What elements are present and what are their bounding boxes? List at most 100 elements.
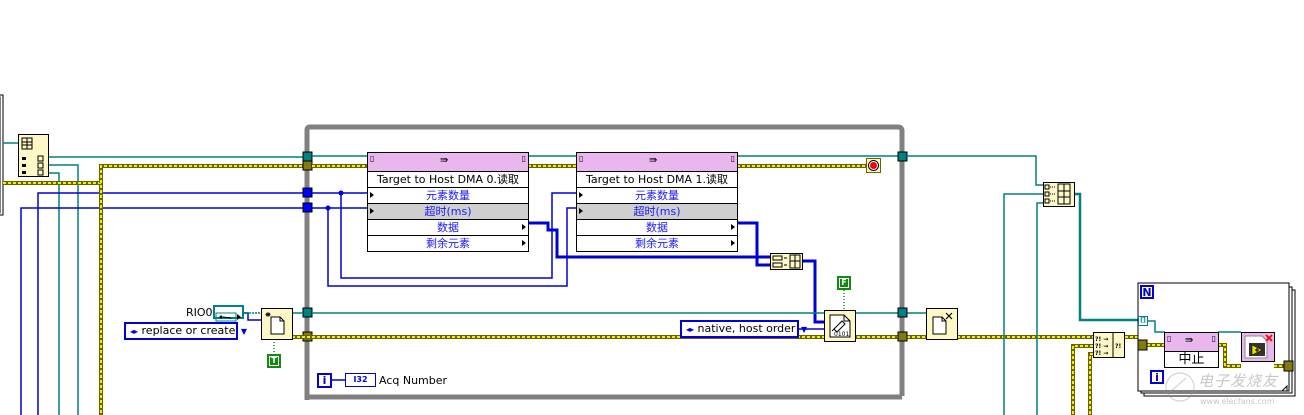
abort-label: 中止 xyxy=(1178,352,1205,367)
tunnel-timeout-in xyxy=(302,202,313,213)
stop-icon xyxy=(868,160,879,171)
svg-text:?! →: ?! → xyxy=(1095,350,1108,357)
invoke-arrow-icon: ⇛ xyxy=(649,155,658,166)
dma1-read-method-node[interactable]: ▯ ⇛ ▯ Target to Host DMA 1.读取 元素数量 超时(ms… xyxy=(576,152,738,252)
wire-junction xyxy=(325,205,331,211)
wire-junction xyxy=(338,190,344,196)
write-binary-file-node[interactable]: 0101 xyxy=(824,310,856,342)
method-title: Target to Host DMA 0.读取 xyxy=(368,172,528,188)
byte-order-enum[interactable]: ◂▸ native, host order ▼ xyxy=(680,320,807,338)
merge-errors-icon: ?! → ?! → ?! → ?! xyxy=(1095,333,1121,357)
while-loop-iteration-terminal: i xyxy=(317,373,332,388)
refnum-in-icon: ▯ xyxy=(370,154,375,163)
svg-text:0101: 0101 xyxy=(834,331,849,338)
refnum-in-icon: ▯ xyxy=(1167,334,1172,343)
acq-number-label: Acq Number xyxy=(379,374,448,387)
for-loop-count-terminal[interactable]: N xyxy=(1140,285,1154,299)
merge-errors-node[interactable]: ?! → ?! → ?! → ?! xyxy=(1093,332,1125,358)
stop-condition-terminal[interactable] xyxy=(866,158,881,173)
refnum-out-icon: ▯ xyxy=(521,154,526,163)
terminal-data[interactable]: 数据 xyxy=(577,220,737,236)
method-header: ▯ ⇛ ▯ xyxy=(1165,333,1218,352)
numeric-wires-left xyxy=(20,192,308,415)
resource-icon xyxy=(215,312,241,322)
byte-order-value: native, host order xyxy=(697,322,796,335)
svg-text:?! →: ?! → xyxy=(1095,343,1108,350)
watermark-brand: 电子发烧友 xyxy=(1198,372,1279,390)
open-mode-value: replace or create xyxy=(141,324,236,337)
tunnel-count-in xyxy=(302,187,313,198)
for-tunnel-error-in xyxy=(1137,339,1148,351)
refnum-out-icon: ▯ xyxy=(1211,334,1216,343)
build-array-icon xyxy=(1044,183,1071,205)
invoke-arrow-icon: ⇛ xyxy=(440,155,449,166)
method-header: ▯ ⇛ ▯ xyxy=(368,153,528,172)
unbundle-cluster-node[interactable] xyxy=(18,134,49,177)
build-array-node[interactable] xyxy=(770,253,803,270)
refnum-out-icon: ▯ xyxy=(730,154,735,163)
refnum-in-icon: ▯ xyxy=(579,154,584,163)
false-constant[interactable]: F xyxy=(837,276,851,290)
close-file-node[interactable] xyxy=(926,308,958,340)
terminal-element-count[interactable]: 元素数量 xyxy=(368,188,528,204)
refnum-wires-left xyxy=(3,142,308,415)
svg-text:?! →: ?! → xyxy=(1095,336,1108,343)
terminal-elements-remaining[interactable]: 剩余元素 xyxy=(368,236,528,251)
rio-resource-constant[interactable] xyxy=(213,305,244,322)
tunnel-refnum-out xyxy=(897,151,908,162)
for-refnum-wire xyxy=(1147,320,1165,333)
bool-value: F xyxy=(840,278,848,287)
array-refnum-wire xyxy=(1074,192,1141,322)
write-binary-icon: 0101 xyxy=(829,314,851,338)
tunnel-file-refnum-out xyxy=(897,307,908,318)
open-mode-enum[interactable]: ◂▸ replace or create ▼ xyxy=(124,322,247,340)
enum-increment-icon: ◂▸ xyxy=(130,327,139,336)
method-header: ▯ ⇛ ▯ xyxy=(577,153,737,172)
for-loop-iteration-terminal: i xyxy=(1150,370,1164,384)
close-file-icon xyxy=(932,312,953,335)
enum-increment-icon: ◂▸ xyxy=(686,325,695,334)
dropdown-arrow-icon: ▼ xyxy=(240,327,247,336)
array-wires xyxy=(529,221,825,324)
acq-number-indicator[interactable]: I32 xyxy=(345,373,376,387)
cluster-icon xyxy=(21,137,44,176)
close-reference-icon xyxy=(1244,334,1273,359)
for-tunnel-error-out xyxy=(1283,360,1294,372)
watermark-logo xyxy=(1165,372,1195,402)
build-array-icon xyxy=(772,254,801,269)
file-refnum-wire xyxy=(238,312,926,321)
terminal-elements-remaining[interactable]: 剩余元素 xyxy=(577,236,737,251)
for-error-wire xyxy=(1147,343,1284,368)
dropdown-arrow-icon: ▼ xyxy=(800,325,808,334)
build-refnum-array-node[interactable] xyxy=(1043,182,1075,207)
watermark-site: www.elecfans.com xyxy=(1200,397,1275,406)
invoke-arrow-icon: ⇛ xyxy=(1185,335,1194,346)
method-title: Target to Host DMA 1.读取 xyxy=(577,172,737,188)
svg-text:?!: ?! xyxy=(1115,343,1121,350)
rio-resource-label: RIO0 xyxy=(186,306,213,319)
tunnel-file-error-out xyxy=(897,331,908,342)
abort-method-node[interactable]: ▯ ⇛ ▯ 中止 xyxy=(1164,332,1219,368)
indicator-type: I32 xyxy=(353,375,368,384)
open-create-file-node[interactable] xyxy=(261,308,293,340)
left-array-frame xyxy=(0,94,4,216)
terminal-data[interactable]: 数据 xyxy=(368,220,528,236)
dma0-read-method-node[interactable]: ▯ ⇛ ▯ Target to Host DMA 0.读取 元素数量 超时(ms… xyxy=(367,152,529,252)
new-file-icon xyxy=(265,312,285,335)
tunnel-file-refnum-in xyxy=(302,307,313,318)
close-fpga-reference-node[interactable] xyxy=(1241,332,1275,362)
error-wires-right xyxy=(1071,344,1093,415)
tunnel-error-in xyxy=(302,160,313,171)
bool-value: T xyxy=(270,356,278,365)
tunnel-refnum-in xyxy=(302,151,313,162)
terminal-timeout[interactable]: 超时(ms) xyxy=(368,204,528,220)
terminal-timeout[interactable]: 超时(ms) xyxy=(577,204,737,220)
terminal-element-count[interactable]: 元素数量 xyxy=(577,188,737,204)
for-loop-indexing-tunnel: [] xyxy=(1138,316,1148,326)
refnum-wires-right xyxy=(907,155,1044,415)
error-wire-left xyxy=(3,164,308,415)
true-constant[interactable]: T xyxy=(267,354,281,368)
tunnel-index-glyph: [] xyxy=(1140,317,1146,324)
for-loop-corner xyxy=(1280,384,1288,392)
while-loop-frame xyxy=(304,124,905,400)
